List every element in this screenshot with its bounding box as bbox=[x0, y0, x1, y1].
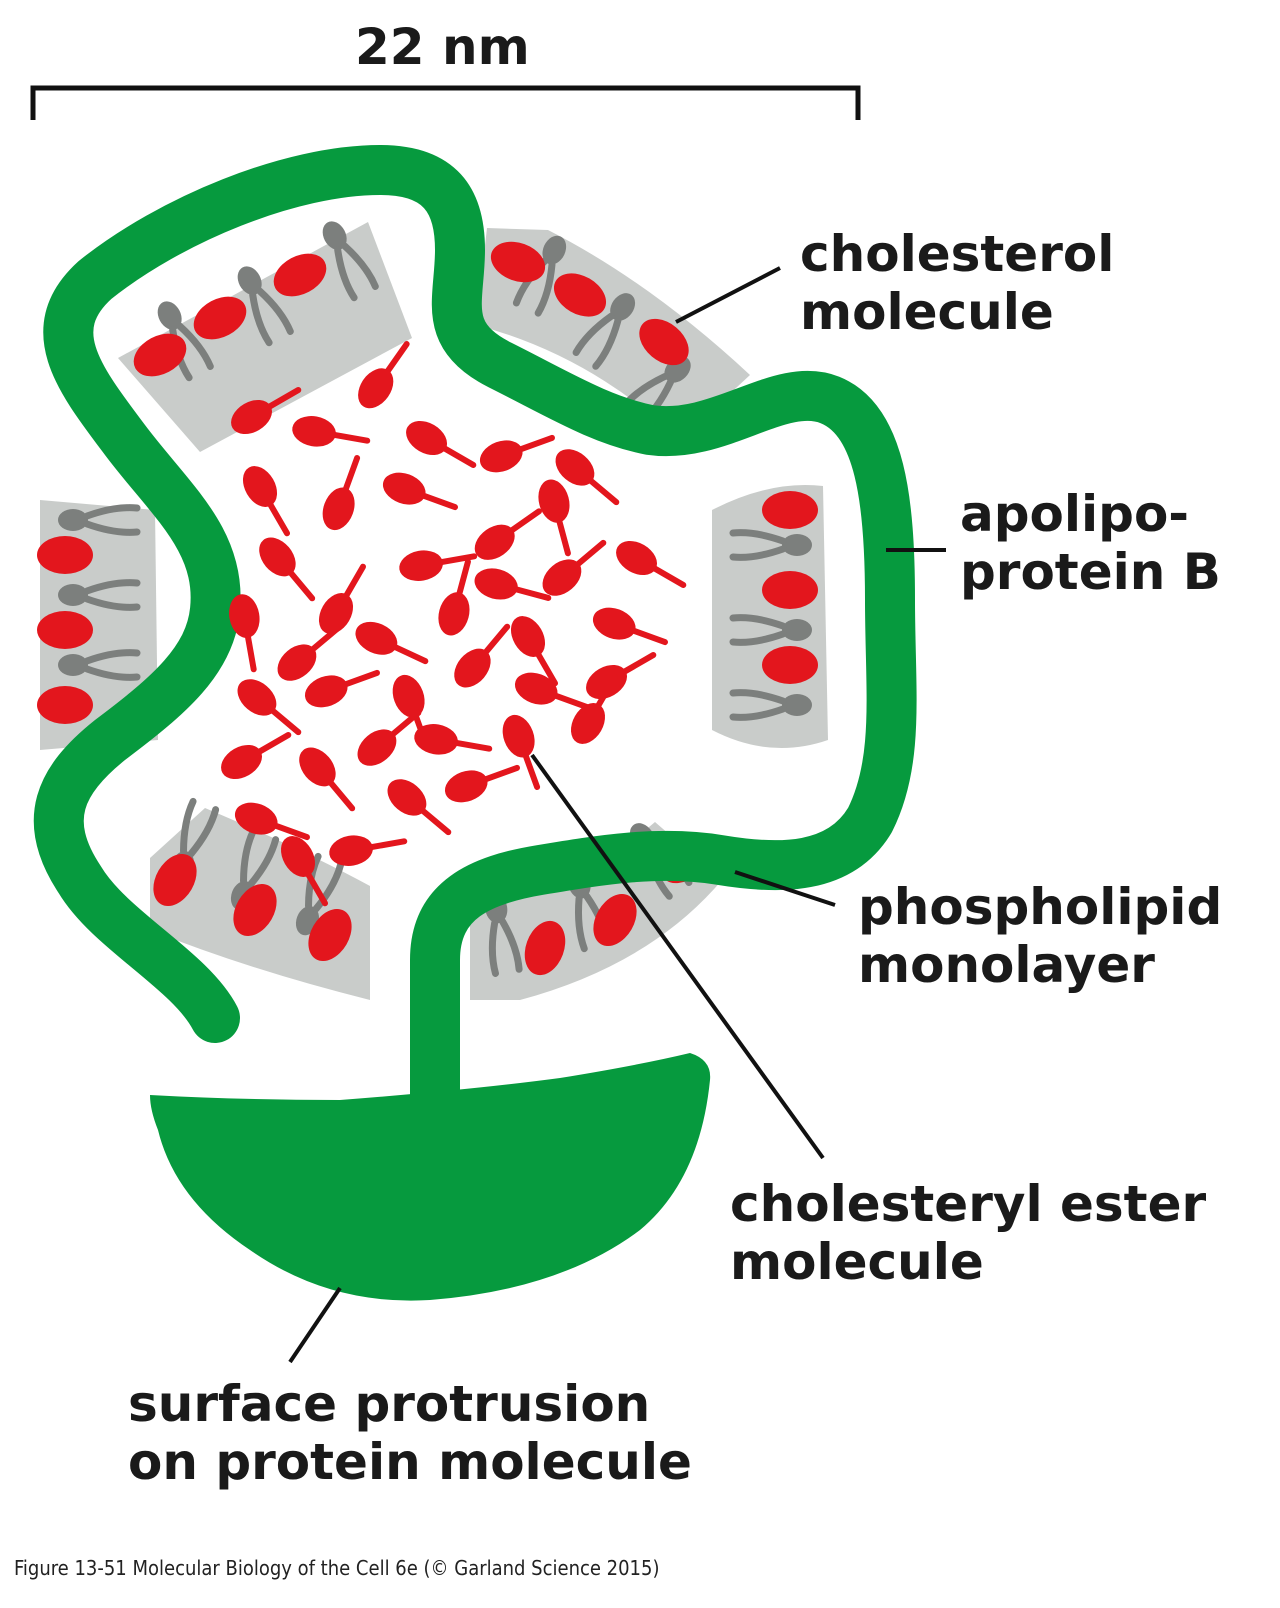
cholesteryl-ester-molecule bbox=[438, 558, 471, 636]
cholesterol-molecule bbox=[593, 893, 637, 947]
label-apolipoprotein-line1: apolipo- bbox=[960, 485, 1190, 543]
scale-bar-label: 22 nm bbox=[355, 18, 530, 76]
cholesteryl-ester-molecule bbox=[382, 472, 458, 511]
cholesterol-molecule bbox=[524, 920, 566, 976]
cholesteryl-ester-molecule bbox=[322, 455, 361, 531]
label-cholesteryl-ester: cholesteryl ester molecule bbox=[730, 1175, 1206, 1291]
phospholipid-molecule bbox=[237, 266, 294, 347]
cholesteryl-ester-molecule bbox=[474, 508, 542, 560]
cholesteryl-ester-molecule bbox=[399, 550, 478, 581]
cholesteryl-ester-molecule bbox=[538, 479, 571, 557]
cholesterol-molecule bbox=[553, 273, 607, 317]
leader-ester bbox=[530, 753, 825, 1160]
cholesterol-molecule bbox=[153, 853, 197, 907]
cholesterol-molecule bbox=[490, 241, 546, 283]
cholesteryl-ester-molecule bbox=[616, 540, 687, 588]
phospholipid-molecule bbox=[729, 529, 812, 561]
label-surface-protrusion-line1: surface protrusion bbox=[128, 1375, 651, 1433]
cholesteryl-ester-molecule bbox=[479, 434, 555, 473]
cholesteryl-ester-molecule bbox=[299, 747, 356, 812]
phospholipid-molecule bbox=[58, 504, 141, 536]
cholesteryl-ester-molecule bbox=[259, 537, 316, 602]
cholesteryl-ester-molecule bbox=[304, 669, 380, 708]
label-phospholipid: phospholipid monolayer bbox=[858, 878, 1222, 994]
cholesteryl-ester-molecule bbox=[510, 616, 558, 687]
phospholipid-molecules bbox=[58, 221, 812, 977]
label-cholesterol: cholesterol molecule bbox=[800, 225, 1114, 341]
cholesterol-molecule bbox=[37, 536, 93, 574]
label-surface-protrusion-line2: on protein molecule bbox=[128, 1433, 692, 1491]
phospholipid-molecule bbox=[729, 689, 812, 721]
cholesterol-molecule bbox=[233, 883, 277, 937]
cholesteryl-ester-molecule bbox=[329, 835, 408, 866]
leader-protrusion bbox=[288, 1286, 342, 1364]
figure-caption: Figure 13-51 Molecular Biology of the Ce… bbox=[14, 1556, 660, 1580]
label-phospholipid-line1: phospholipid bbox=[858, 878, 1223, 936]
label-cholesteryl-ester-line1: cholesteryl ester bbox=[730, 1175, 1207, 1233]
cholesterol-molecule bbox=[639, 318, 689, 366]
cholesteryl-ester-molecule bbox=[318, 563, 366, 634]
scale-bar bbox=[30, 85, 861, 120]
cholesteryl-ester-molecule bbox=[555, 449, 620, 506]
cholesteryl-ester-molecule bbox=[237, 679, 302, 736]
cholesteryl-ester-molecule bbox=[221, 732, 292, 780]
cholesteryl-ester-molecule bbox=[387, 779, 452, 836]
phospholipid-molecule bbox=[729, 614, 812, 646]
cholesteryl-ester-molecule bbox=[355, 621, 429, 665]
phospholipid-molecule bbox=[322, 221, 379, 302]
cholesterol-molecule bbox=[273, 253, 327, 297]
apolipoprotein-b bbox=[33, 145, 917, 1145]
cholesterol-molecule bbox=[133, 333, 187, 377]
cholesteryl-ester-molecule bbox=[542, 539, 607, 596]
cholesteryl-ester-molecule bbox=[229, 594, 260, 673]
cholesteryl-ester-molecule bbox=[502, 714, 541, 790]
phospholipid-molecule bbox=[572, 293, 636, 370]
cholesteryl-ester-molecule bbox=[454, 623, 511, 688]
cholesteryl-ester-molecule bbox=[358, 341, 410, 409]
cholesteryl-ester-molecule bbox=[514, 672, 590, 711]
phospholipid-molecule bbox=[58, 579, 141, 611]
cholesterol-molecule bbox=[762, 646, 818, 684]
cholesteryl-ester-molecule bbox=[406, 420, 477, 468]
cholesterol-molecule bbox=[762, 491, 818, 529]
cholesteryl-ester-molecule bbox=[357, 709, 422, 766]
cholesteryl-ester-core bbox=[221, 341, 687, 907]
cholesteryl-ester-molecule bbox=[280, 836, 328, 907]
cholesterol-molecule bbox=[37, 686, 93, 724]
leader-phospholipid bbox=[734, 870, 836, 907]
label-apolipoprotein-line2: protein B bbox=[960, 543, 1221, 601]
cholesteryl-ester-molecule bbox=[474, 568, 552, 601]
cholesteryl-ester-molecule bbox=[277, 624, 342, 681]
cholesteryl-ester-molecule bbox=[231, 387, 302, 435]
label-surface-protrusion: surface protrusion on protein molecule bbox=[128, 1375, 692, 1491]
cholesterol-molecule bbox=[37, 611, 93, 649]
cholesteryl-ester-molecule bbox=[444, 764, 520, 803]
cholesteryl-ester-molecule bbox=[414, 724, 493, 755]
cholesteryl-ester-molecule bbox=[234, 802, 310, 841]
surface-protrusion bbox=[150, 1053, 711, 1301]
label-apolipoprotein: apolipo- protein B bbox=[960, 485, 1221, 601]
cholesterol-molecule bbox=[308, 908, 352, 962]
cholesteryl-ester-molecule bbox=[592, 607, 668, 646]
label-cholesterol-line2: molecule bbox=[800, 283, 1054, 341]
phospholipid-molecule bbox=[58, 649, 141, 681]
cholesterol-molecule bbox=[193, 296, 247, 340]
cholesteryl-ester-molecule bbox=[586, 652, 657, 700]
label-cholesterol-line1: cholesterol bbox=[800, 225, 1115, 283]
leader-cholesterol bbox=[675, 266, 781, 324]
cholesteryl-ester-molecule bbox=[292, 416, 371, 447]
cholesteryl-ester-molecule bbox=[242, 466, 290, 537]
label-phospholipid-line2: monolayer bbox=[858, 936, 1155, 994]
cholesterol-molecule bbox=[762, 571, 818, 609]
cholesteryl-ester-molecule bbox=[570, 673, 618, 744]
label-cholesteryl-ester-line2: molecule bbox=[730, 1233, 984, 1291]
